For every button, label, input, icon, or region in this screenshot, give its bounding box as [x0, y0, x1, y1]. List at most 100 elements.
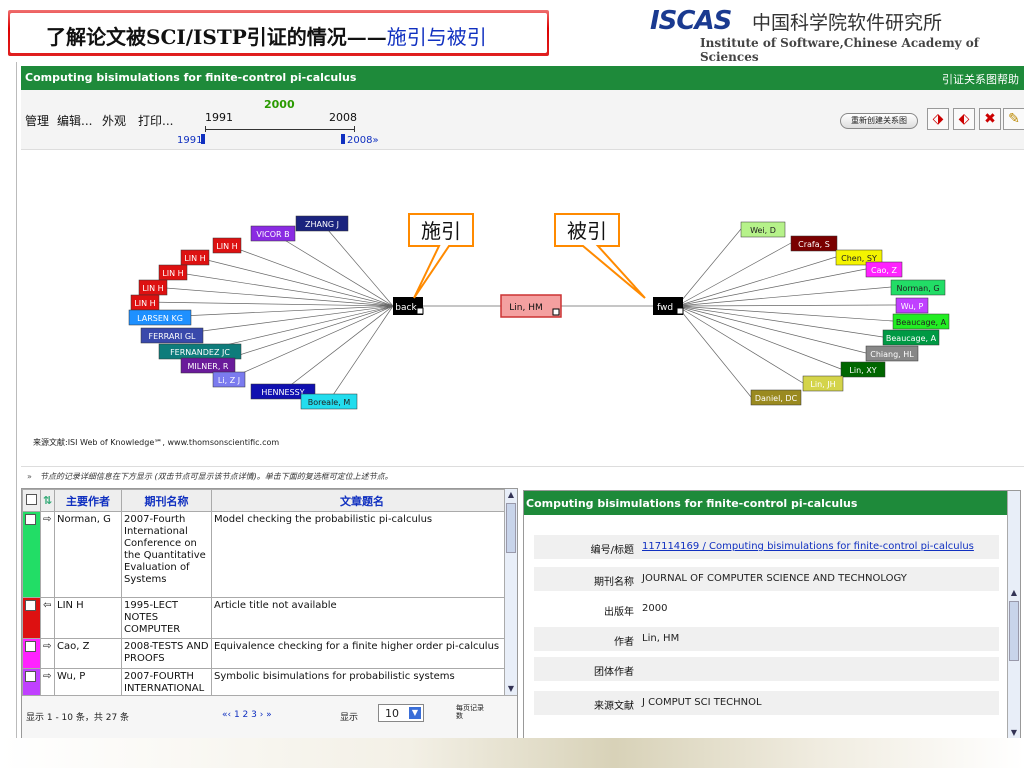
toolbar: 管理 编辑... 外观 打印... 2000 1991 2008 1991 20…: [21, 90, 1024, 150]
row-color-cell[interactable]: [22, 668, 41, 699]
slide-footer-decoration: [0, 738, 1024, 768]
table-row[interactable]: ⇦ LIN H 1995-LECT NOTES COMPUTER Article…: [22, 597, 513, 639]
cited-node: [840, 361, 886, 378]
citation-edge: [152, 286, 394, 307]
table-row[interactable]: ⇨ Norman, G 2007-Fourth International Co…: [22, 511, 513, 598]
cited-edge: [676, 305, 752, 398]
col-journal[interactable]: 期刊名称: [121, 489, 212, 512]
row-direction-icon: ⇨: [40, 668, 55, 699]
per-page-label: 显示: [340, 713, 359, 723]
hint-text: 节点的记录详细信息在下方显示 (双击节点可显示该节点详情)。单击下面的复选框可定…: [39, 472, 393, 481]
help-link[interactable]: 引证关系图帮助: [942, 73, 1019, 86]
row-author: Cao, Z: [54, 638, 122, 669]
timeline-start-handle[interactable]: [201, 134, 205, 144]
slide-title-highlight: 施引与被引: [386, 25, 487, 49]
timeline-tick: [205, 126, 206, 132]
citation-edge: [328, 305, 394, 402]
col-title[interactable]: 文章题名: [211, 489, 513, 512]
results-table: ⇅ 主要作者 期刊名称 文章题名 ⇨ Norman, G 2007-Fourth…: [22, 489, 513, 699]
menu-edit[interactable]: 编辑...: [57, 114, 93, 128]
cited-node: [895, 297, 929, 314]
cited-node: [882, 329, 940, 346]
org-name-en: Institute of Software,Chinese Academy of…: [700, 36, 979, 64]
row-author: Norman, G: [54, 511, 122, 598]
scroll-up-icon[interactable]: ▲: [507, 490, 515, 499]
menu-appearance[interactable]: 外观: [102, 114, 127, 128]
scroll-thumb[interactable]: [1009, 601, 1019, 661]
pager-links[interactable]: «‹ 1 2 3 › »: [222, 710, 272, 720]
row-direction-icon: ⇦: [40, 597, 55, 639]
row-author: Wu, P: [54, 668, 122, 699]
citing-node: [300, 393, 358, 410]
cited-edge: [676, 305, 804, 384]
dropdown-arrow-icon[interactable]: ▼: [409, 707, 421, 719]
details-pane: Computing bisimulations for finite-contr…: [523, 490, 1021, 742]
citing-node-label: HENNESSY: [261, 388, 304, 397]
iscas-logo: ISCAS: [650, 6, 732, 36]
scroll-down-icon[interactable]: ▼: [1010, 728, 1018, 737]
citation-edge: [172, 271, 394, 307]
collapse-chevron-icon[interactable]: »: [27, 472, 32, 481]
app-window: Computing bisimulations for finite-contr…: [16, 62, 1024, 742]
col-author[interactable]: 主要作者: [54, 489, 122, 512]
scroll-thumb[interactable]: [506, 503, 516, 553]
cited-edge: [676, 305, 894, 322]
row-direction-icon: ⇨: [40, 638, 55, 669]
rebuild-graph-button[interactable]: 重新创建关系图: [840, 113, 918, 129]
results-pane: ⇅ 主要作者 期刊名称 文章题名 ⇨ Norman, G 2007-Fourth…: [21, 488, 518, 742]
center-node-label: Lin, HM: [509, 303, 542, 313]
detail-row-group-author: 团体作者: [534, 657, 999, 681]
slide-title: 了解论文被SCI/ISTP引证的情况——施引与被引: [10, 13, 547, 53]
menu-print[interactable]: 打印...: [138, 114, 174, 128]
citing-node-label: LIN H: [162, 269, 183, 278]
results-scrollbar[interactable]: ▲ ▼: [504, 489, 517, 695]
cited-node-label: Norman, G: [896, 284, 939, 293]
row-journal: 2008-TESTS AND PROOFS: [121, 638, 212, 669]
cited-edge: [676, 268, 867, 307]
row-color-cell[interactable]: [22, 597, 41, 639]
layout-both-icon[interactable]: ✖: [979, 108, 1001, 130]
select-all-checkbox[interactable]: [22, 489, 41, 512]
citation-edge: [282, 305, 394, 392]
cited-node-label: Beaucage, A: [886, 334, 937, 343]
row-journal: 2007-FOURTH INTERNATIONAL: [121, 668, 212, 699]
layout-fwd-icon[interactable]: ⬖: [953, 108, 975, 130]
citation-edge: [321, 222, 394, 307]
cited-callout-label: 被引: [567, 219, 607, 243]
direction-sort-icon[interactable]: ⇅: [40, 489, 55, 512]
scroll-up-icon[interactable]: ▲: [1010, 588, 1018, 597]
row-title: Article title not available: [211, 597, 513, 639]
details-scrollbar[interactable]: ▲ ▼: [1007, 491, 1020, 741]
cited-node: [740, 221, 786, 238]
timeline-start: 1991: [205, 111, 233, 124]
citing-node: [128, 309, 192, 326]
citation-edge: [171, 305, 394, 336]
cited-node: [865, 345, 919, 362]
cited-node: [890, 279, 946, 296]
layout-back-icon[interactable]: ⬗: [927, 108, 949, 130]
org-name-cn: 中国科学院软件研究所: [752, 12, 943, 34]
per-page-select[interactable]: 10▼: [378, 704, 424, 722]
detail-id-link[interactable]: 117114169 / Computing bisimulations for …: [642, 541, 974, 552]
slide-title-banner: 了解论文被SCI/ISTP引证的情况——施引与被引: [8, 10, 549, 56]
export-icon[interactable]: ✎: [1003, 108, 1024, 130]
details-title: Computing bisimulations for finite-contr…: [524, 491, 1020, 515]
table-row[interactable]: ⇨ Cao, Z 2008-TESTS AND PROOFS Equivalen…: [22, 638, 513, 669]
citing-node-label: LIN H: [184, 254, 205, 263]
cited-edge: [676, 228, 742, 307]
citing-node: [250, 225, 296, 242]
collapse-fwd-icon: [676, 307, 684, 315]
citing-node-label: Boreale, M: [308, 398, 351, 407]
row-color-cell[interactable]: [22, 638, 41, 669]
row-color-cell[interactable]: [22, 511, 41, 598]
table-row[interactable]: ⇨ Wu, P 2007-FOURTH INTERNATIONAL Symbol…: [22, 668, 513, 699]
scroll-down-icon[interactable]: ▼: [507, 684, 515, 693]
citing-node-label: Li, Z J: [218, 376, 240, 385]
timeline-end-handle[interactable]: [341, 134, 345, 144]
per-page-suffix: 每页记录数: [456, 704, 484, 720]
cited-node-label: Chiang, HL: [870, 350, 914, 359]
menu-manage[interactable]: 管理: [25, 114, 50, 128]
timeline-track[interactable]: [205, 129, 355, 130]
